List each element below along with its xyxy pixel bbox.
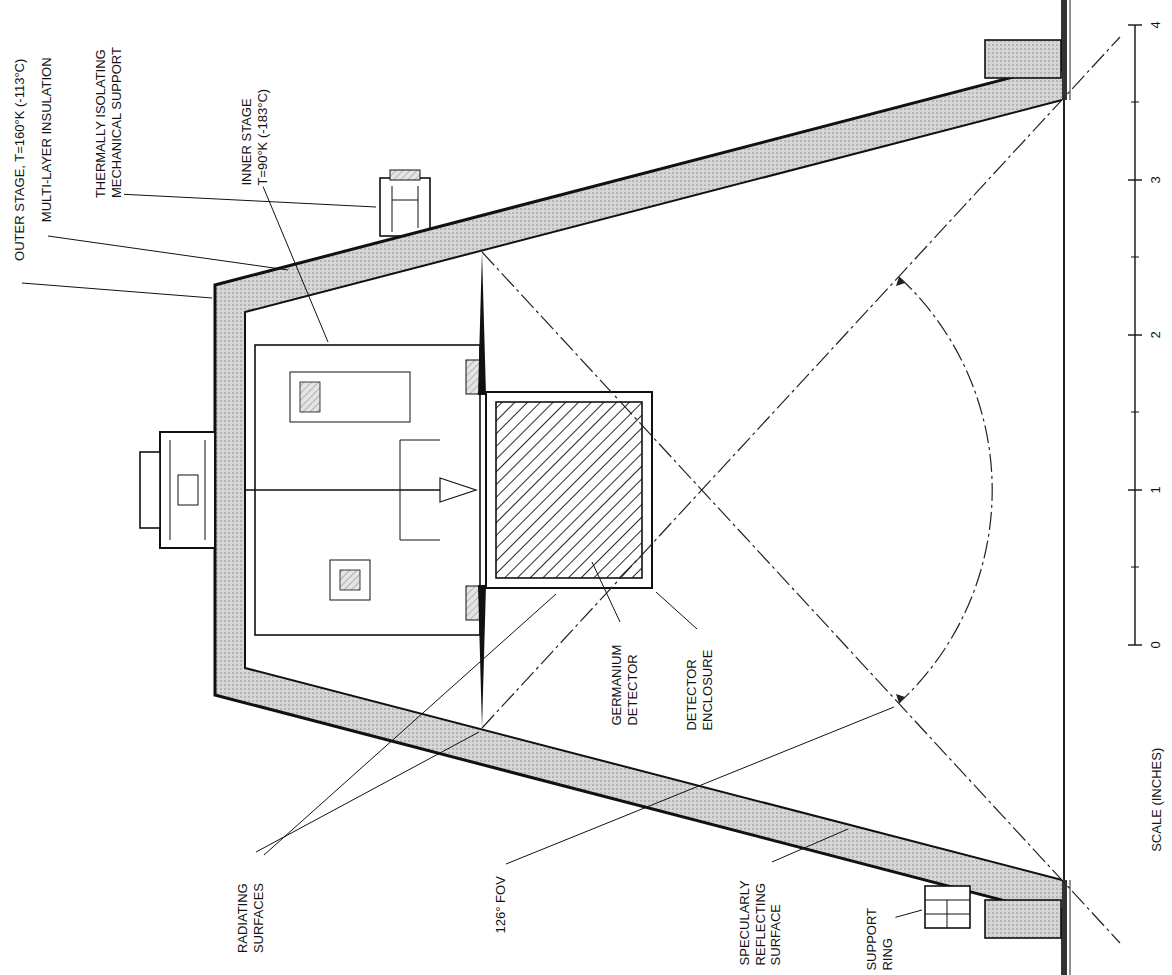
outer-flange [985, 40, 1061, 78]
aperture-plate [1070, 0, 1071, 100]
scale-title: SCALE (INCHES) [1149, 747, 1165, 853]
scale-number: 3 [1147, 175, 1163, 184]
callout-label: RADIATING SURFACES [234, 857, 265, 954]
callout-label: OUTER STAGE, T=160°K (-113°C) [12, 58, 28, 262]
callout-label: SPECULARLY REFLECTING SURFACE [737, 864, 784, 966]
insulation-layer [215, 70, 1062, 910]
scale-number: 2 [1147, 330, 1163, 339]
outer-flange [985, 900, 1061, 938]
scale-number: 0 [1147, 640, 1163, 649]
callout-label: SUPPORT RING [864, 899, 895, 971]
angle-label: 126° FOV [492, 875, 508, 934]
callout-label: THERMALLY ISOLATING MECHANICAL SUPPORT [92, 22, 123, 199]
callout-label: MULTI-LAYER INSULATION [38, 56, 54, 223]
aperture-plate [1070, 880, 1071, 975]
germanium-crystal [496, 402, 642, 578]
radiator-fin [478, 252, 486, 395]
outer-shell [215, 70, 1062, 910]
scale-bar [1128, 25, 1142, 645]
fov-line [482, 252, 1120, 943]
aperture-plane [1063, 0, 1065, 975]
radiator-fin [478, 585, 486, 728]
callout-label: GERMANIUM DETECTOR [609, 624, 640, 726]
fov-line [482, 37, 1120, 728]
callout-label: DETECTOR ENCLOSURE [684, 629, 715, 731]
detector-enclosure [486, 392, 652, 588]
support-ring [925, 886, 970, 928]
mechanical-support [380, 170, 430, 236]
connector [140, 432, 215, 548]
inner-stage [245, 345, 480, 635]
fov-arrow [896, 694, 905, 703]
callout-label: INNER STAGE T=90°K (-183°C) [239, 54, 270, 186]
fov-arrow [896, 277, 905, 286]
scale-number: 1 [1147, 485, 1163, 494]
scale-number: 4 [1147, 20, 1163, 29]
specular-cone [245, 100, 1062, 880]
leader-lines [22, 184, 922, 918]
fov-arc [899, 277, 992, 703]
